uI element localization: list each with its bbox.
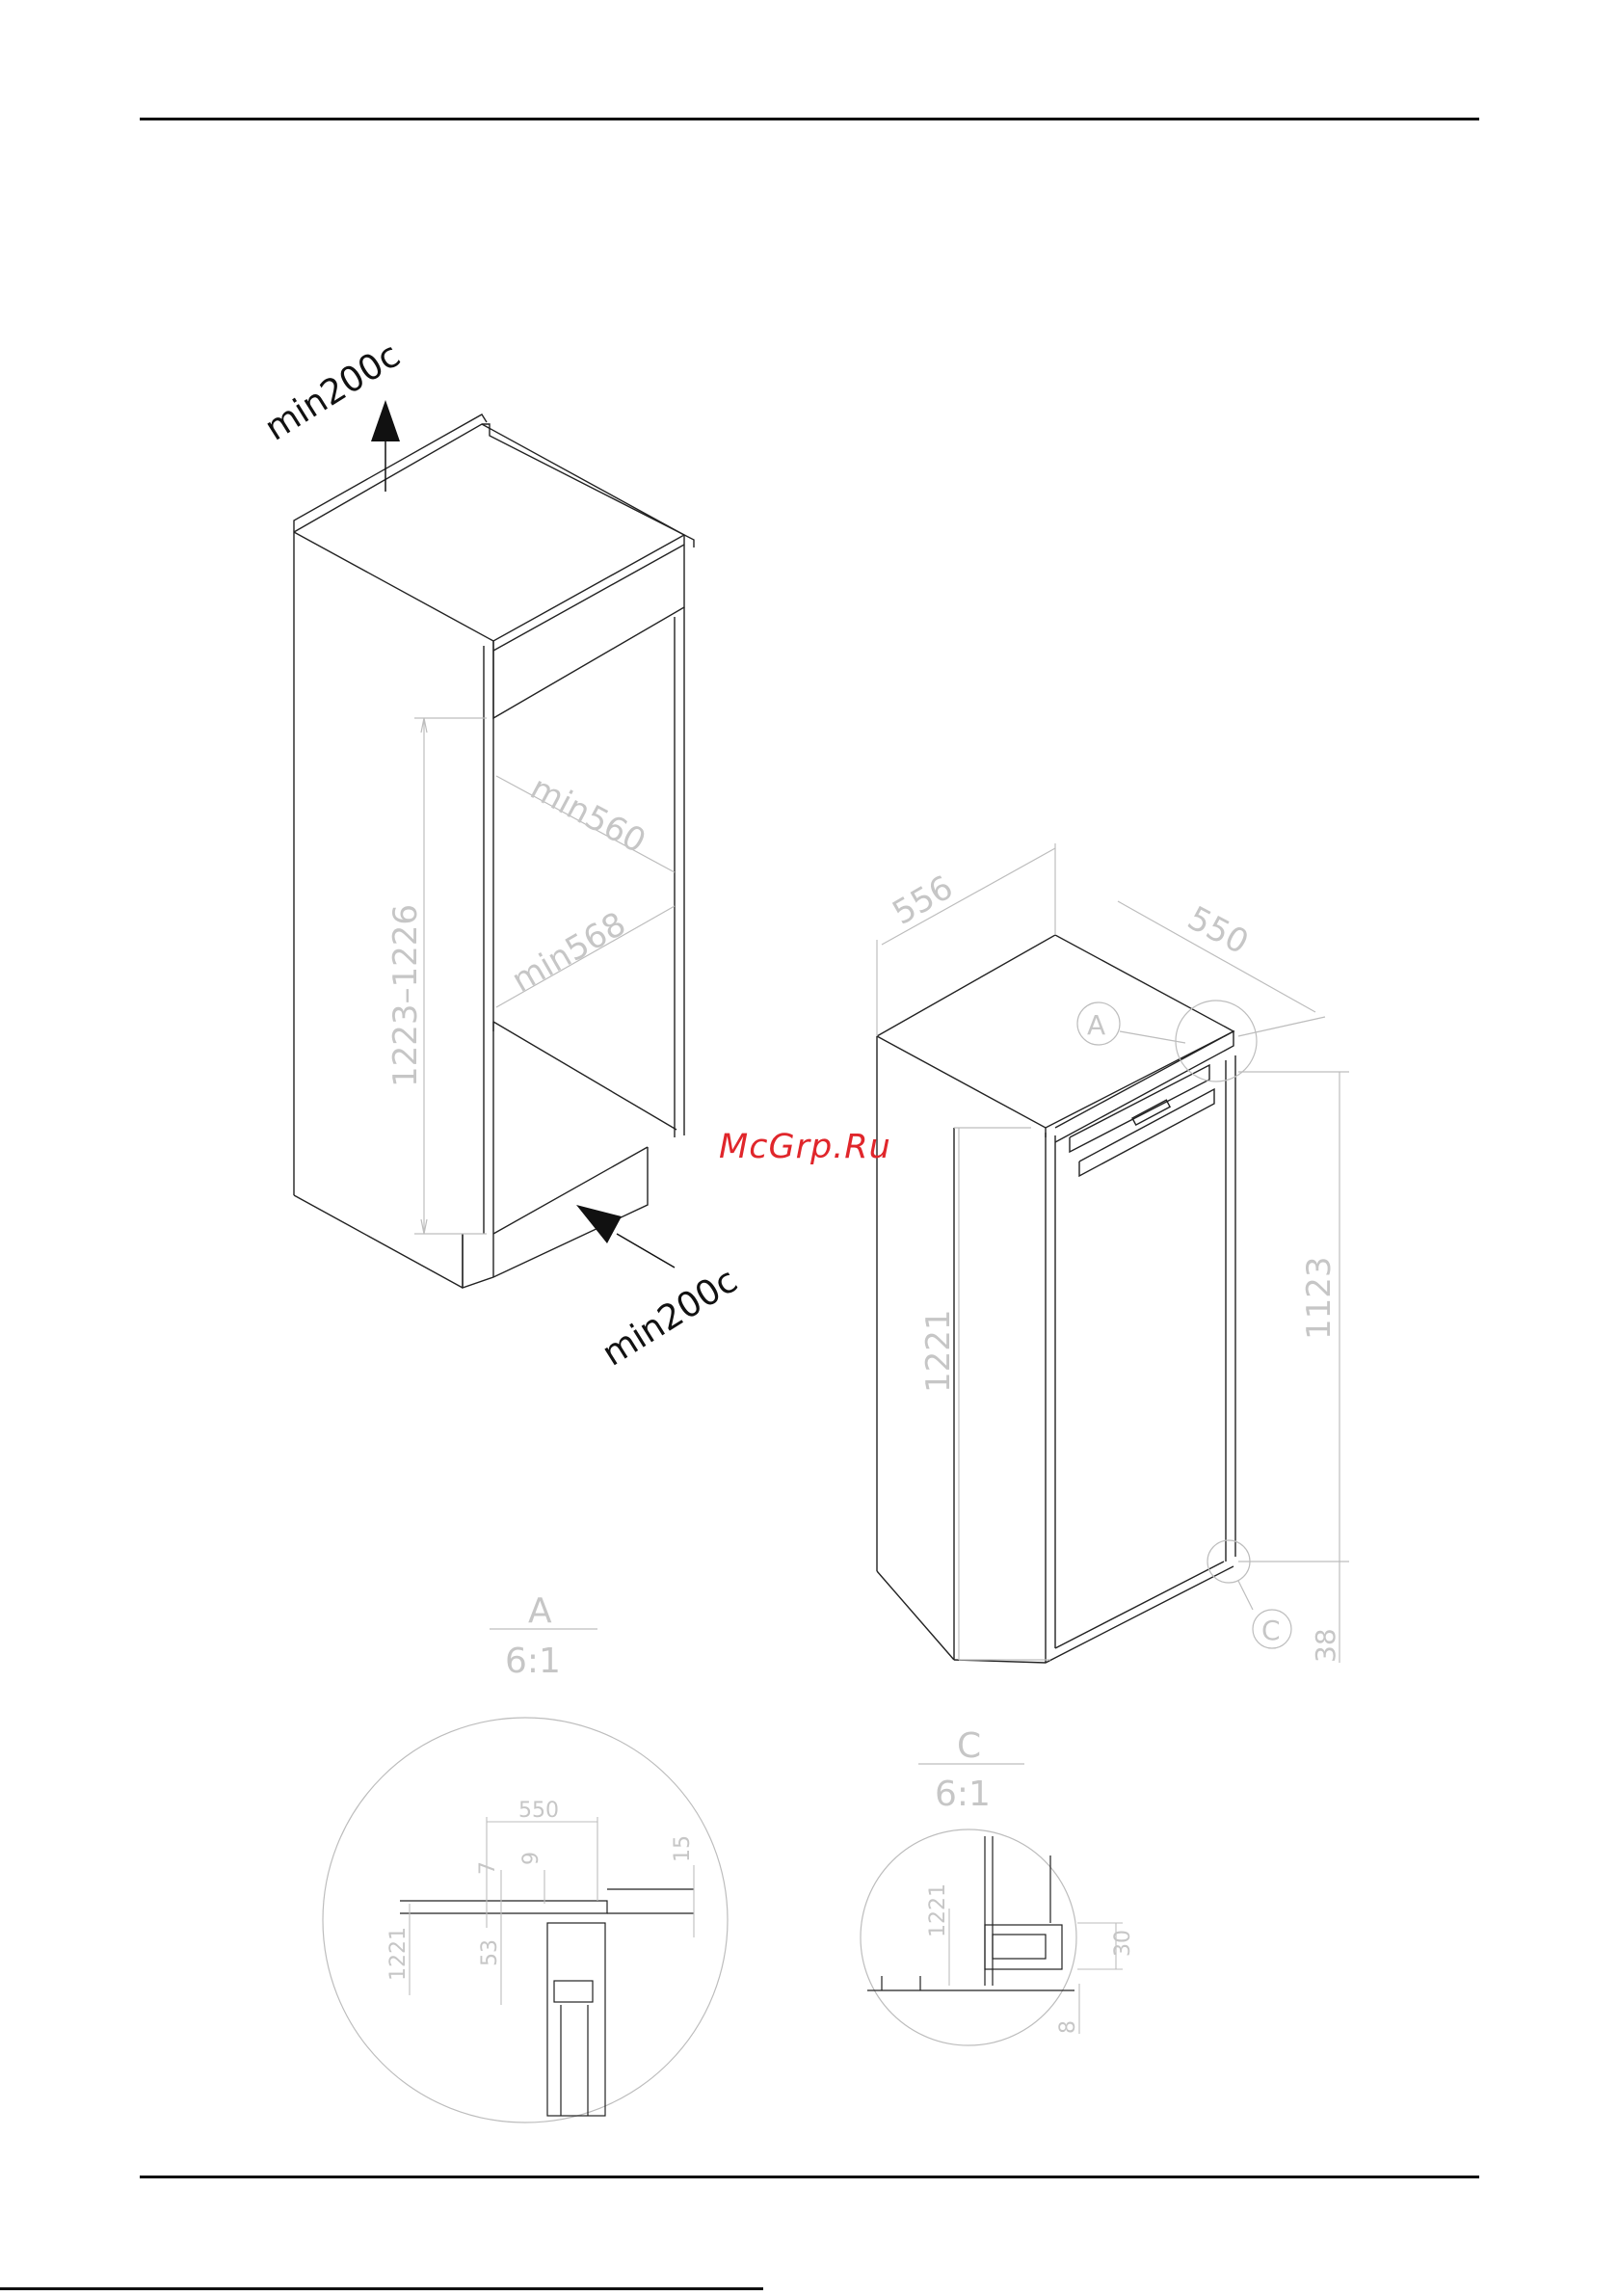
detail-a-dim-7: 7 (476, 1861, 500, 1875)
detail-c-dim-8: 8 (1056, 2020, 1080, 2034)
detail-a (323, 1629, 728, 2122)
detail-a-dim-9: 9 (519, 1852, 544, 1865)
detail-c-dim-30: 30 (1111, 1930, 1135, 1957)
appliance-figure (877, 935, 1235, 1663)
niche-height-label: 1223–1226 (386, 904, 425, 1087)
detail-a-callout: A (1087, 1009, 1105, 1041)
detail-c-scale: 6:1 (935, 1775, 991, 1814)
appliance-door-height-label: 1221 (919, 1309, 958, 1393)
niche-bottom-clearance-label: min200c (596, 1261, 744, 1375)
detail-a-scale: 6:1 (505, 1642, 561, 1681)
watermark: McGrp.Ru (719, 1128, 891, 1166)
appliance-width-label: 550 (1181, 899, 1255, 963)
niche-width-label: min568 (506, 905, 633, 1001)
appliance-depth-label: 556 (887, 868, 960, 933)
detail-a-title: A (528, 1591, 552, 1631)
detail-c-title: C (957, 1726, 981, 1766)
detail-c-dim-1221: 1221 (926, 1883, 950, 1937)
detail-a-dim-53: 53 (478, 1939, 502, 1966)
detail-a-dim-1221: 1221 (386, 1927, 411, 1981)
detail-a-dim-550: 550 (518, 1799, 559, 1823)
niche-depth-label: min560 (524, 769, 652, 862)
detail-a-dim-15: 15 (671, 1835, 695, 1862)
detail-c-callout: C (1261, 1615, 1281, 1646)
appliance-upper-height-label: 1123 (1300, 1256, 1339, 1340)
appliance-bottom-offset-label: 38 (1310, 1628, 1341, 1663)
detail-c (861, 1764, 1123, 2045)
